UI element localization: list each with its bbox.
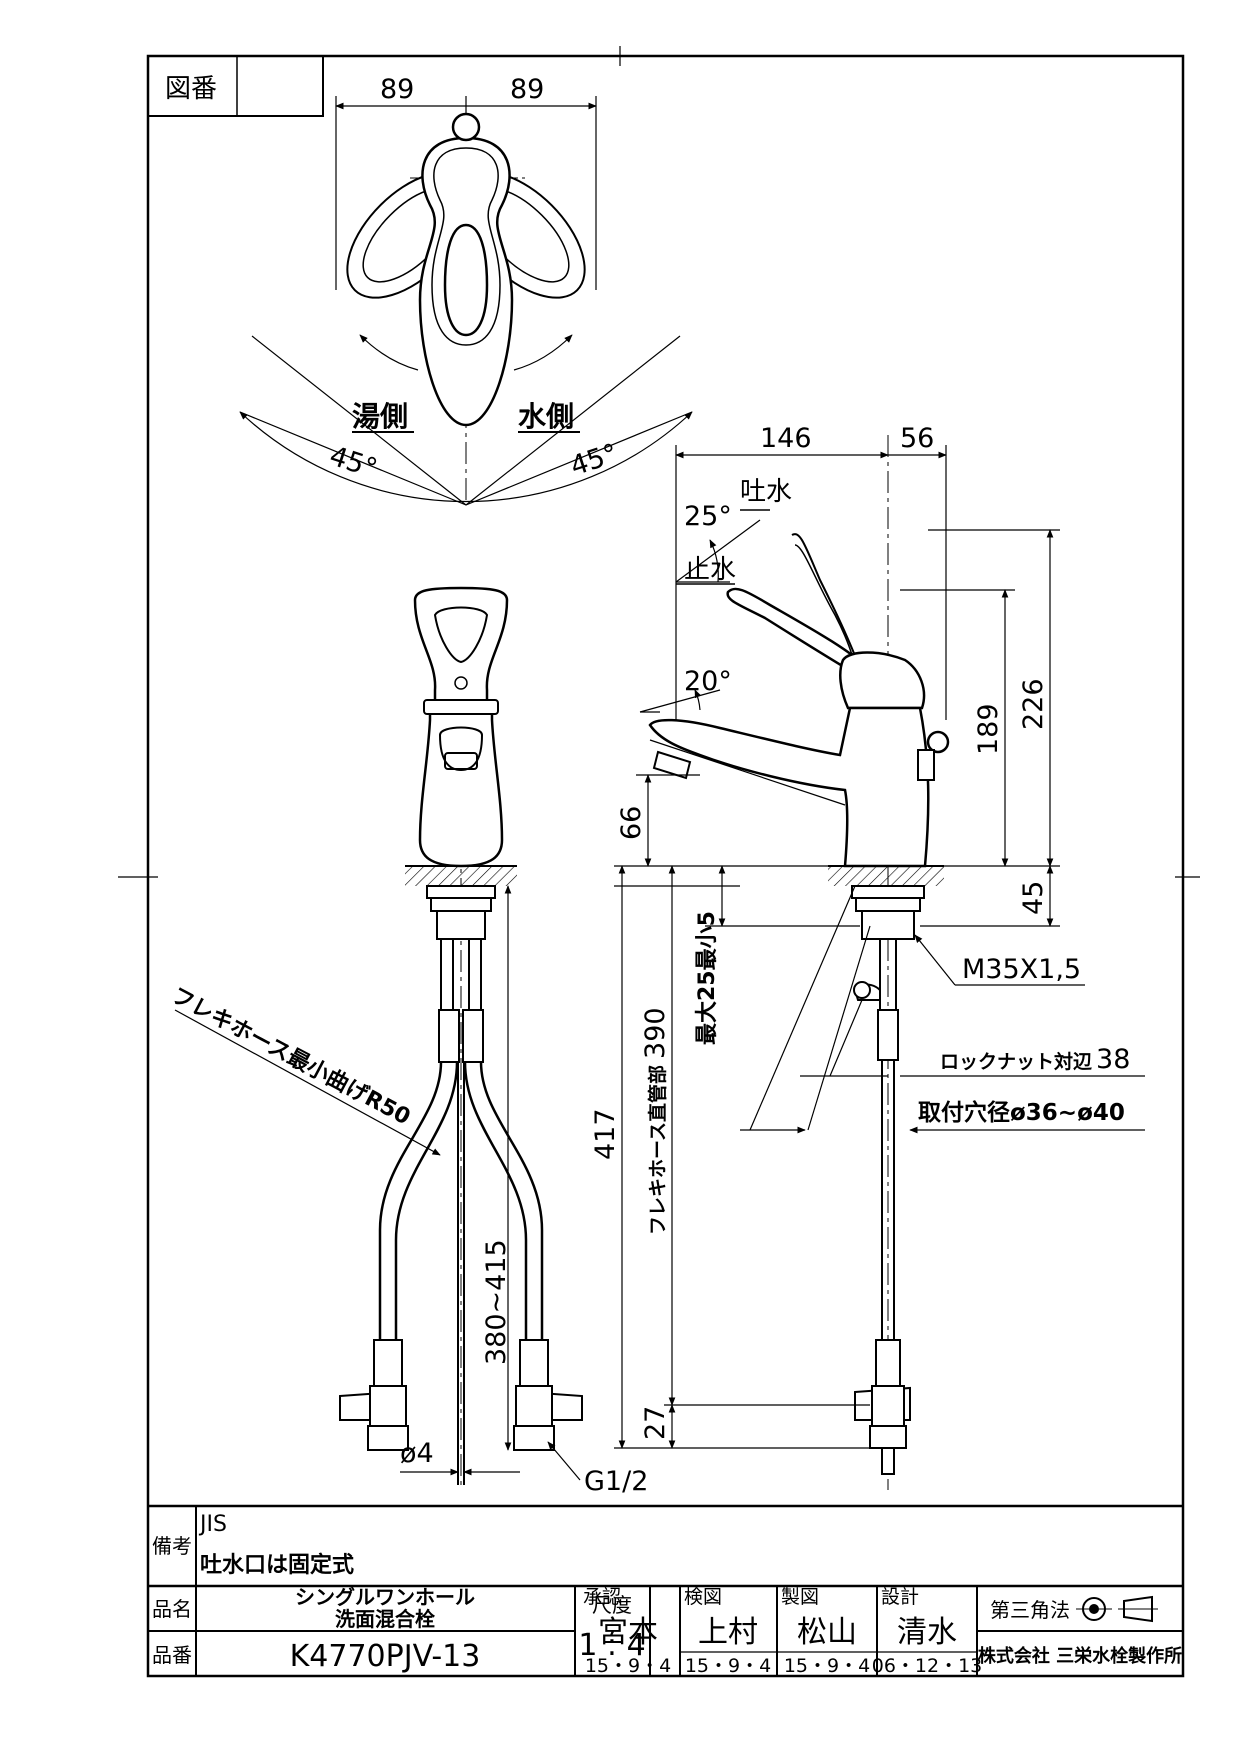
dim-top-left: 89 — [380, 74, 414, 105]
dia-4-label: ø4 — [400, 1438, 434, 1469]
angle-left: 45° — [326, 441, 381, 485]
water-on-label: 吐水 — [740, 477, 792, 507]
dim-27: 27 — [640, 1406, 671, 1440]
title-block — [148, 1504, 1183, 1676]
top-view — [239, 96, 693, 506]
cold-side-label: 水側 — [518, 400, 574, 433]
dim-66: 66 — [616, 806, 647, 840]
sheet-border — [146, 54, 1185, 1678]
product-name-label: 品名 — [152, 1597, 192, 1621]
remark-fixed-spout: 吐水口は固定式 — [200, 1552, 354, 1578]
hose-bend-label: フレキホース最小曲げR50 — [167, 983, 414, 1130]
projection-label: 第三角法 — [990, 1598, 1070, 1622]
thickness-label: 最大25最小5 — [695, 911, 720, 1045]
figure-number-label: 図番 — [165, 74, 217, 104]
approved-label: 承認 — [583, 1586, 621, 1608]
mounting-hole-label: 取付穴径ø36~ø40 — [918, 1099, 1125, 1126]
remark-jis: JIS — [198, 1512, 227, 1537]
product-number-label: 品番 — [152, 1643, 192, 1667]
remarks-label: 備考 — [152, 1534, 192, 1558]
angle-right: 45° — [567, 438, 622, 482]
product-name-line2: 洗面混合栓 — [335, 1607, 435, 1631]
hose-length-text: フレキホース直管部 — [646, 1065, 669, 1235]
drawn-label: 製図 — [781, 1586, 819, 1608]
design-date: 06・12・13 — [872, 1655, 983, 1677]
checked-name: 上村 — [698, 1615, 758, 1650]
checked-label: 検図 — [684, 1586, 722, 1608]
dim-146: 146 — [760, 423, 812, 454]
design-label: 設計 — [881, 1586, 919, 1608]
product-name-line1: シングルワンホール — [295, 1585, 475, 1609]
dim-top-right: 89 — [510, 74, 544, 105]
dim-189: 189 — [973, 703, 1004, 755]
hot-side-label: 湯側 — [352, 400, 408, 433]
figure-number-box: 図番 — [147, 55, 324, 117]
g12-label: G1/2 — [584, 1466, 648, 1497]
scale-value: 1 : 4 — [578, 1628, 645, 1663]
angle-25: 25° — [684, 501, 732, 532]
design-name: 清水 — [897, 1615, 957, 1650]
product-number: K4770PJV-13 — [290, 1639, 481, 1674]
scale-label: 尺度 — [592, 1593, 632, 1617]
company-name: 株式会社 三栄水栓製作所 — [978, 1645, 1182, 1667]
water-off-label: 止水 — [684, 555, 736, 585]
dim-56: 56 — [900, 423, 934, 454]
approved-date: 15・9・4 — [585, 1655, 671, 1677]
checked-date: 15・9・4 — [685, 1655, 771, 1677]
front-view — [174, 586, 583, 1485]
hose-length-value: 390 — [640, 1007, 671, 1059]
dim-417: 417 — [590, 1108, 621, 1160]
thread-label: M35X1,5 — [962, 954, 1081, 985]
drawn-date: 15・9・4 — [784, 1655, 870, 1677]
side-view — [614, 435, 1145, 1490]
angle-20: 20° — [684, 666, 732, 697]
locknut-text: ロックナット対辺 — [940, 1050, 1092, 1073]
dim-380-415: 380~415 — [481, 1239, 512, 1365]
dim-45: 45 — [1018, 881, 1049, 915]
hose-length-label: フレキホース直管部 390 — [640, 1007, 671, 1235]
approved-name: 宮本 — [598, 1615, 658, 1650]
dim-226: 226 — [1018, 678, 1049, 730]
drawn-name: 松山 — [797, 1615, 857, 1650]
locknut-value: 38 — [1096, 1044, 1130, 1075]
